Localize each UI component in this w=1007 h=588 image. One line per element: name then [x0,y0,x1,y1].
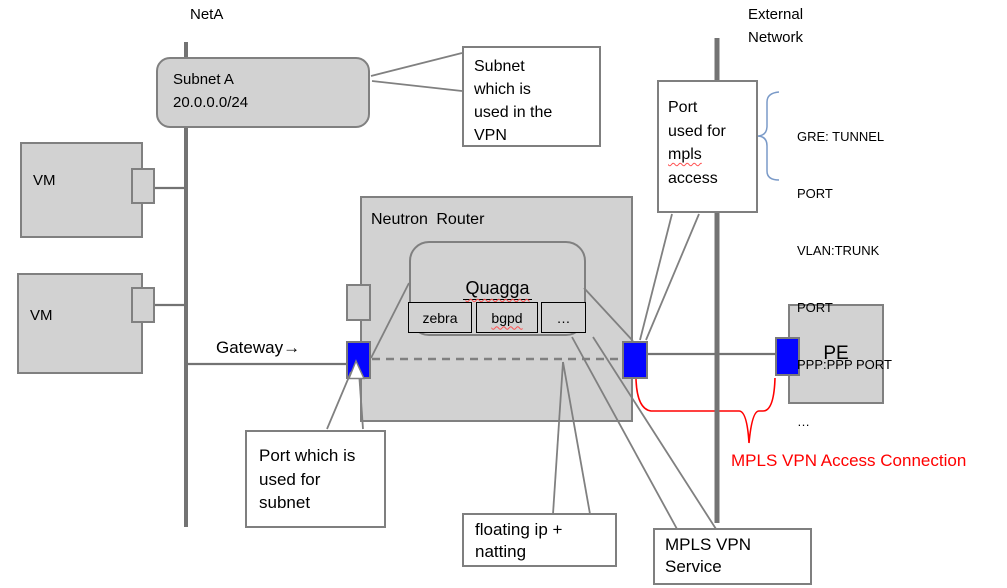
vm-top-box: VM [20,142,143,238]
floating-ip-callout: floating ip + natting [462,513,617,567]
net-a-label: NetA [190,6,224,23]
mpls-service-line1: MPLS VPN [665,535,751,554]
neutron-router-label: Neutron Router [371,211,485,228]
subnet-callout-pointer-bottom [371,80,463,92]
bgpd-label: bgpd [491,309,523,326]
daemon-cell-more: … [541,302,586,333]
port-type-line4: PORT [797,300,833,315]
daemon-cell-bgpd: bgpd [476,302,538,333]
vm-top-port [131,168,155,204]
floating-ip-line1: floating ip + [475,520,563,539]
vm-bottom-label: VM [30,307,53,324]
vm-top-label: VM [33,172,56,189]
subnet-vpn-line3: used in the [474,104,553,121]
gateway-label: Gateway→ [216,338,301,357]
port-type-line6: … [797,414,810,429]
port-mpls-line1: Port [668,99,698,116]
subnet-a-name: Subnet A [173,71,234,88]
port-types-brace [756,91,780,181]
subnet-vpn-callout: Subnet which is used in the VPN [462,46,601,147]
quagga-label: Quagga [463,278,532,300]
mpls-service-callout: MPLS VPN Service [653,528,812,585]
subnet-gateway-port [346,341,371,379]
subnet-callout-pointer-top [370,52,463,77]
pe-port [775,337,800,376]
mpls-port-callout-pointer-right [645,213,700,341]
mpls-service-line2: Service [665,557,722,576]
daemon-cell-zebra: zebra [408,302,472,333]
port-mpls-line4: access [668,169,718,187]
port-subnet-line3: subnet [259,493,311,512]
port-mpls-callout: Port used for mpls access [657,80,758,213]
pe-label: PE [823,343,849,364]
daemon-more-label: … [556,309,571,326]
port-subnet-callout: Port which is used for subnet [245,430,386,528]
port-type-line2: PORT [797,186,833,201]
subnet-port-callout-pointer-left [326,371,352,430]
port-subnet-line1: Port which is [259,446,356,465]
subnet-vpn-line1: Subnet [474,58,525,75]
port-type-line1: GRE: TUNNEL [797,129,885,144]
mpls-access-connection-label: MPLS VPN Access Connection [731,451,967,470]
router-left-gray-port [346,284,371,321]
zebra-label: zebra [422,309,458,326]
external-line2: Network [748,29,804,46]
subnet-vpn-line4: VPN [474,127,507,144]
port-subnet-line2: used for [259,469,321,489]
floating-ip-line2: natting [475,542,527,561]
vm-bottom-box: VM [17,273,143,374]
external-network-label: External Network [748,3,803,49]
mpls-port-callout-pointer-left [639,213,673,341]
subnet-a-cidr: 20.0.0.0/24 [173,94,249,111]
port-type-line3: VLAN:TRUNK [797,243,880,258]
vm-bottom-port [131,287,155,323]
port-type-line5: PPP:PPP PORT [797,357,892,372]
port-mpls-line3: mpls [668,146,702,163]
subnet-vpn-line2: which is [474,81,531,98]
mpls-access-bracket [635,377,776,444]
port-types-list: GRE: TUNNEL PORT VLAN:TRUNK PORT PPP:PPP… [797,89,892,469]
external-line1: External [748,6,804,23]
mpls-access-port [622,341,648,379]
subnet-a-box: Subnet A 20.0.0.0/24 [156,57,370,128]
pe-box: PE [788,304,884,404]
port-mpls-line2: used for [668,122,726,140]
